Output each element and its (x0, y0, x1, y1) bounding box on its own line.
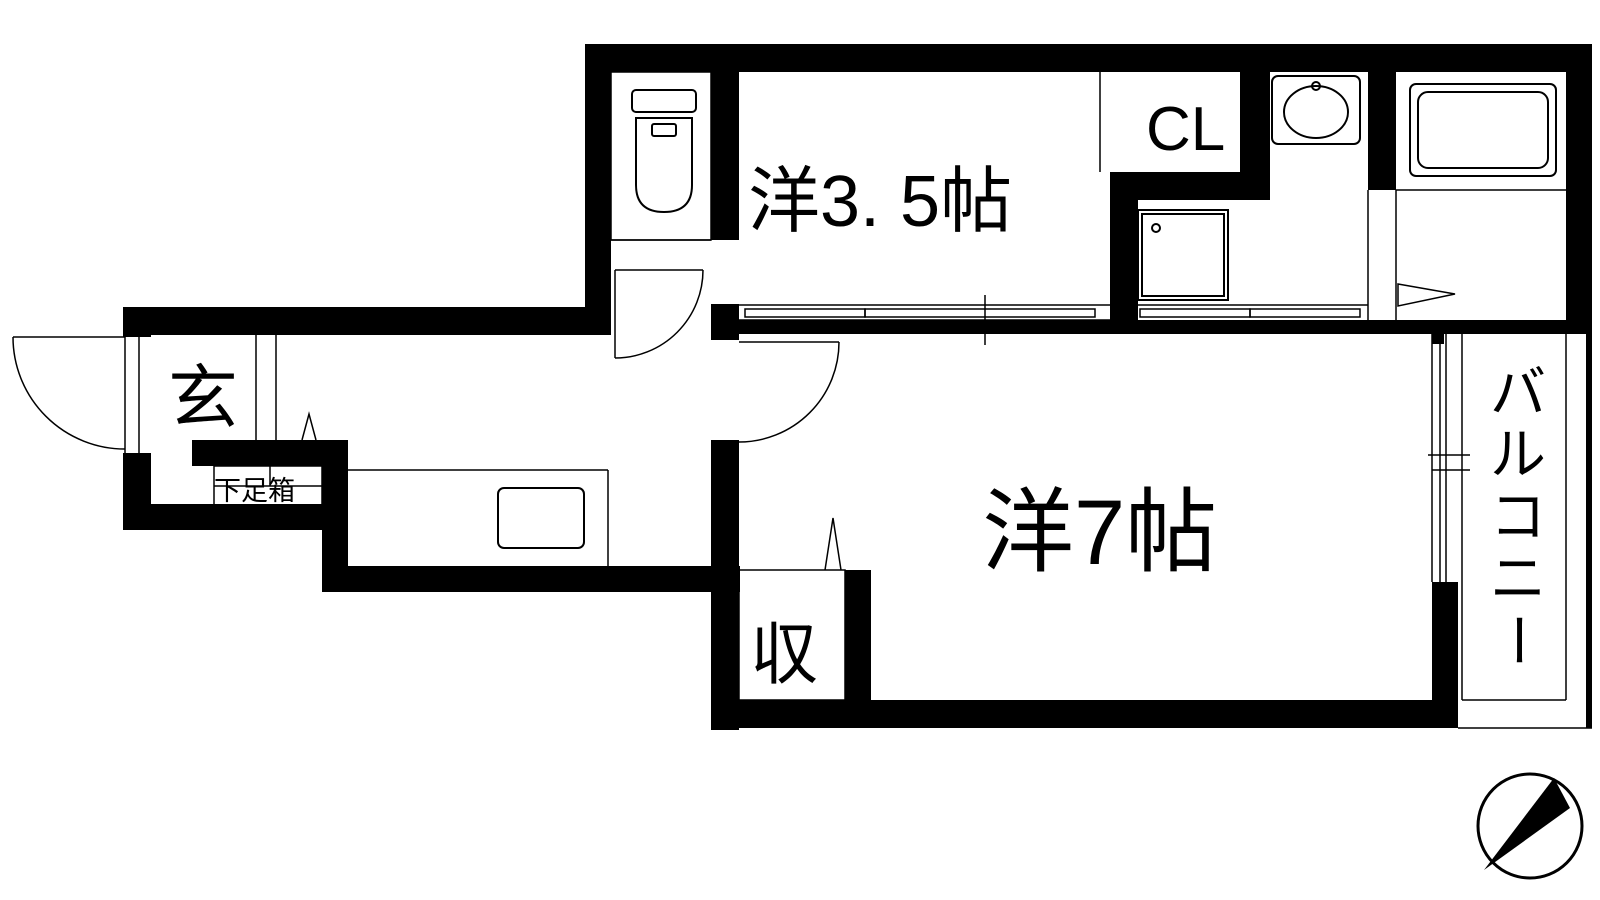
wall-balcony-right (1586, 320, 1592, 728)
bathtub-icon (1409, 83, 1557, 177)
north-arrow-icon (1476, 772, 1584, 880)
wall-shoebox-top (192, 440, 348, 466)
wall-storage-right (845, 570, 871, 728)
room-label-closet: CL (1146, 95, 1225, 164)
balcony-char-5: ー (1486, 612, 1549, 668)
walls (123, 44, 1592, 730)
wall-toilet-right (711, 44, 739, 240)
room-label-storage: 収 (750, 617, 818, 693)
wall-entrance-left-upper (123, 307, 151, 337)
wall-mid-horizontal (711, 320, 1592, 334)
wall-entrance-bottom (123, 504, 323, 530)
wall-kitchen-right-upper (711, 320, 739, 340)
balcony-char-2: ル (1490, 423, 1546, 486)
wall-toilet-left (585, 44, 611, 334)
kitchen-sink-icon (497, 487, 585, 549)
balcony-label: バ ル コ ニ ー (1486, 361, 1549, 668)
thin-lines (12, 71, 1592, 729)
balcony-char-3: コ (1490, 485, 1546, 548)
wall-bath-left (1368, 44, 1396, 190)
room-label-entrance: 玄 (168, 359, 238, 437)
balcony-char-4: ニ (1490, 547, 1546, 610)
wall-closet-left (1110, 172, 1138, 334)
wall-bath-right (1566, 44, 1592, 334)
wall-room7-right-upper (1432, 334, 1444, 344)
wall-room7-right-lower (1432, 582, 1458, 728)
wall-kitchen-bottom (322, 566, 740, 592)
room-label-western-large: 洋7帖 (982, 482, 1217, 584)
wall-entrance-top (123, 307, 611, 335)
shoe-box-label: 下足箱 (214, 476, 295, 507)
wall-top (585, 44, 1592, 72)
washing-machine-pan-icon (1137, 209, 1229, 301)
balcony-char-1: バ (1490, 361, 1546, 424)
wall-kitchen-right-lower (711, 440, 739, 730)
wall-bottom (711, 700, 1457, 728)
toilet-icon (631, 89, 697, 214)
room-label-western-small: 洋3. 5帖 (748, 162, 1012, 242)
washbasin-icon (1271, 75, 1361, 145)
